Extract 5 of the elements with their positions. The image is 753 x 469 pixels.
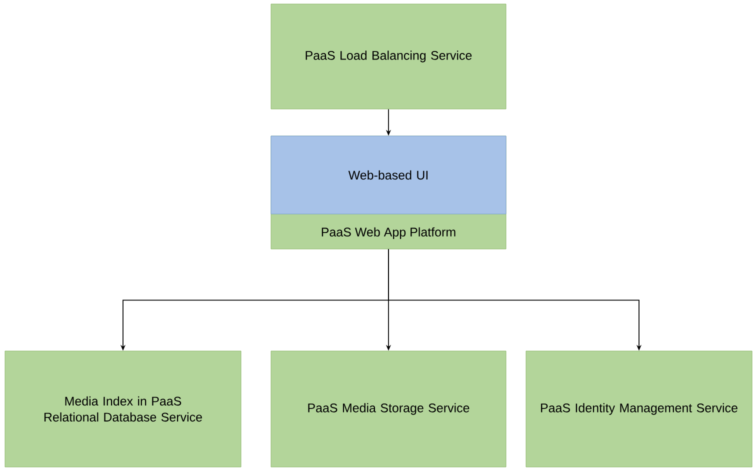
- process-box: Media Index in PaaS Relational Database Service: [4, 350, 242, 468]
- process-box: PaaS Media Storage Service: [270, 350, 506, 468]
- process-box: PaaS Identity Management Service: [526, 350, 752, 468]
- process-box: PaaS Load Balancing Service: [270, 4, 506, 110]
- process-box: Web-based UI: [270, 136, 506, 214]
